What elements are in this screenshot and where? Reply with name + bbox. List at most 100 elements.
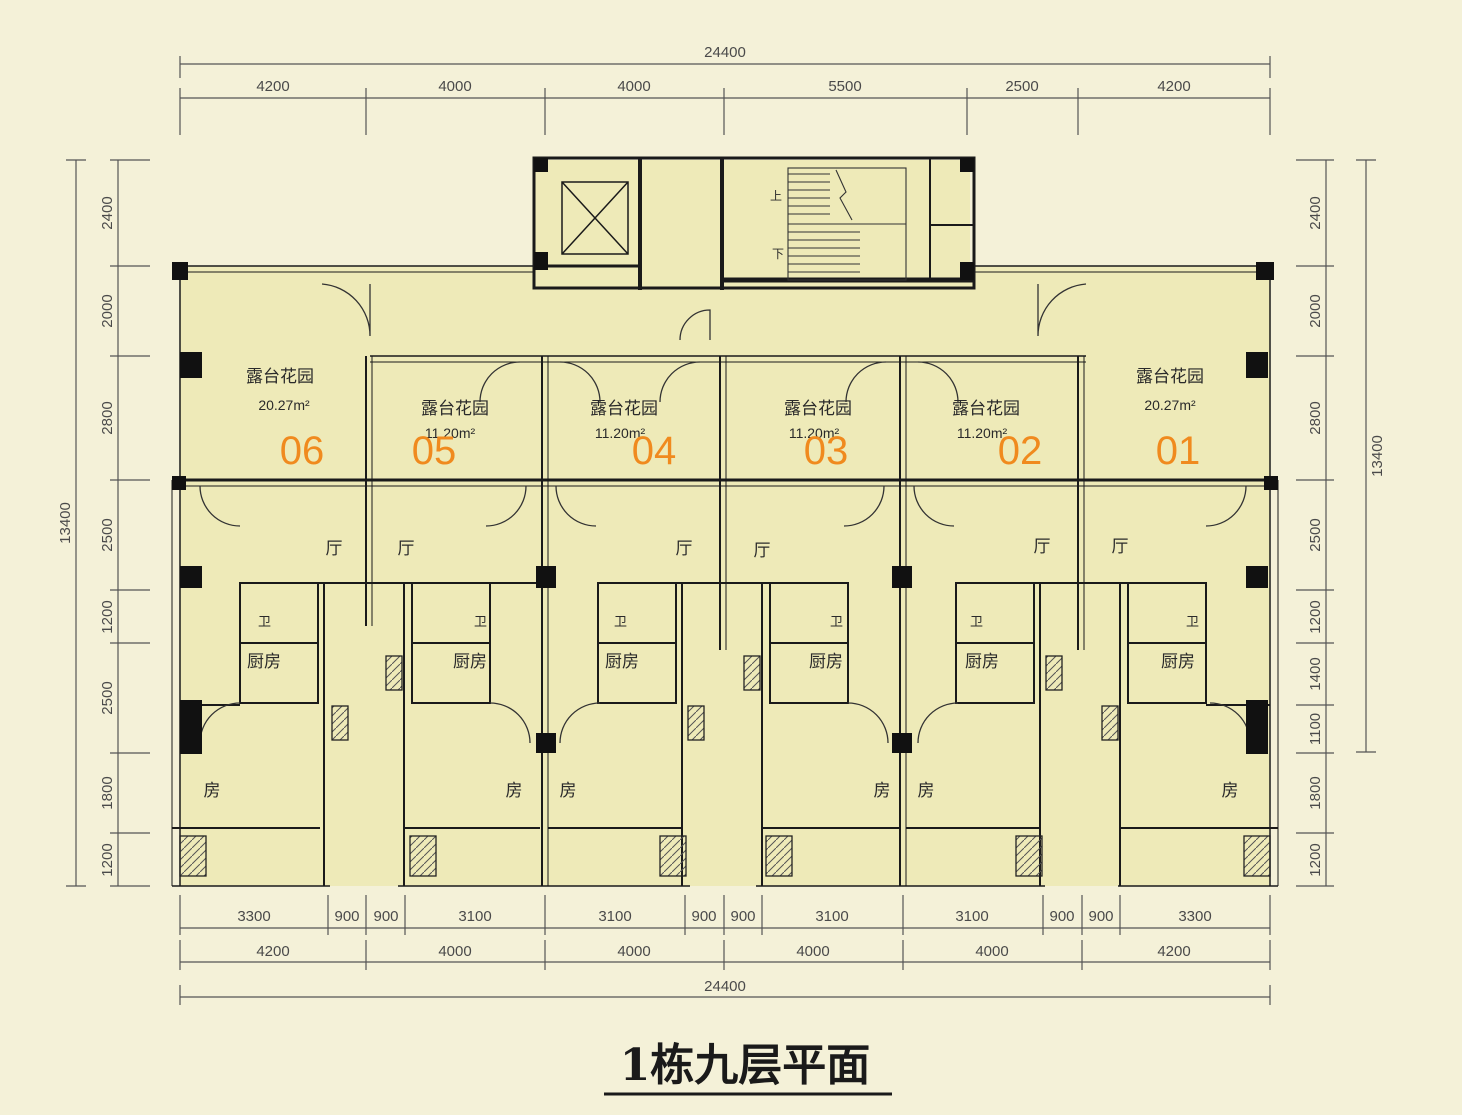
bath-label-02: 卫 [970,615,983,630]
dimension-text-left: 13400 2400 2000 2800 2500 1200 2500 1800… [57,196,116,876]
hall-label-06: 厅 [326,539,343,559]
hall-label-01: 厅 [1112,537,1129,557]
unit-number-04: 04 [632,429,677,473]
kitchen-label-02: 厨房 [965,652,999,672]
dimension-text-top: 24400 4200 4000 4000 5500 2500 4200 [256,44,1190,95]
dim-left-2: 2000 [99,294,116,327]
dim-right-5: 1200 [1307,600,1324,633]
dim-bottom-6: 4200 [1157,943,1190,960]
dim-fine-5: 3100 [598,908,631,925]
dim-right-2: 2000 [1307,294,1324,327]
columns [172,158,1278,754]
terrace-area-04: 11.20m² [595,425,646,441]
hall-label-02: 厅 [1034,537,1051,557]
terrace-area-03: 11.20m² [789,425,840,441]
dim-left-total: 13400 [57,502,74,544]
terrace-area-06: 20.27m² [258,397,310,413]
dim-fine-4: 3100 [458,908,491,925]
dim-top-3: 4000 [617,78,650,95]
bedroom-label-06: 房 [204,781,221,801]
dim-fine-2: 900 [334,908,359,925]
dim-fine-1: 3300 [237,908,270,925]
bedroom-label-05: 房 [506,781,523,801]
bedroom-label-04: 房 [560,781,577,801]
walls [171,156,1279,887]
terrace-label-05: 露台花园 [421,399,489,419]
elevator-icon [561,181,629,255]
bedroom-labels: 房 房 房 房 房 房 [204,781,1239,801]
dim-fine-6: 900 [691,908,716,925]
terrace-label-06: 露台花园 [246,367,314,387]
kitchen-label-01: 厨房 [1161,652,1195,672]
dim-left-4: 2500 [99,518,116,551]
hall-label-04: 厅 [676,539,693,559]
unit-numbers: 06 05 04 03 02 01 [280,429,1201,473]
floor-area [180,160,1270,886]
unit-number-05: 05 [412,429,457,473]
plan-title: 1栋九层平面 [620,1040,871,1091]
unit-number-06: 06 [280,429,325,473]
dim-right-9: 1200 [1307,843,1324,876]
terrace-area-01: 20.27m² [1144,397,1196,413]
dim-bottom-3: 4000 [617,943,650,960]
dim-bottom-1: 4200 [256,943,289,960]
hall-label-03: 厅 [754,541,771,561]
dimension-text-bottom: 4200 4000 4000 4000 4000 4200 24400 [256,943,1190,995]
dim-right-8: 1800 [1307,776,1324,809]
terrace-label-03: 露台花园 [784,399,852,419]
window-units [179,655,1271,877]
terrace-labels: 露台花园 20.27m² 露台花园 11.20m² 露台花园 11.20m² 露… [246,367,1204,441]
kitchen-label-03: 厨房 [809,652,843,672]
dim-fine-12: 3300 [1178,908,1211,925]
bath-label-06: 卫 [258,615,271,630]
dimension-lines [66,56,1376,1005]
stairs-down-label: 下 [772,247,784,261]
hall-label-05: 厅 [398,539,415,559]
unit-number-02: 02 [998,429,1043,473]
dim-left-3: 2800 [99,401,116,434]
dim-fine-11: 900 [1088,908,1113,925]
dim-top-total: 24400 [704,44,746,61]
kitchen-label-06: 厨房 [247,652,281,672]
bedroom-label-03: 房 [874,781,891,801]
dim-top-1: 4200 [256,78,289,95]
bath-label-03: 卫 [830,615,843,630]
dim-left-7: 1800 [99,776,116,809]
terrace-label-04: 露台花园 [590,399,658,419]
dim-right-total: 13400 [1369,435,1386,477]
hall-labels: 厅 厅 厅 厅 厅 厅 [326,537,1129,561]
dim-right-3: 2800 [1307,401,1324,434]
dim-fine-3: 900 [373,908,398,925]
kitchen-label-05: 厨房 [453,652,487,672]
terrace-area-02: 11.20m² [957,425,1008,441]
kitchen-labels: 厨房 厨房 厨房 厨房 厨房 厨房 [247,652,1195,672]
bath-label-04: 卫 [614,615,627,630]
dim-fine-7: 900 [730,908,755,925]
bedroom-label-01: 房 [1222,781,1239,801]
dim-bottom-total: 24400 [704,978,746,995]
dim-left-6: 2500 [99,681,116,714]
dim-top-5: 2500 [1005,78,1038,95]
bath-label-01: 卫 [1186,615,1199,630]
dim-left-1: 2400 [99,196,116,229]
dim-bottom-5: 4000 [975,943,1008,960]
terrace-label-01: 露台花园 [1136,367,1204,387]
unit-number-03: 03 [804,429,849,473]
dim-bottom-4: 4000 [796,943,829,960]
bedroom-label-02: 房 [918,781,935,801]
bath-labels: 卫 卫 卫 卫 卫 卫 [258,615,1199,630]
dimension-text-bottom-fine: 3300 900 900 3100 3100 900 900 3100 3100… [237,908,1211,925]
staircase [787,167,907,281]
kitchen-label-04: 厨房 [605,652,639,672]
dim-right-1: 2400 [1307,196,1324,229]
dim-bottom-2: 4000 [438,943,471,960]
bath-label-05: 卫 [474,615,487,630]
dim-right-6: 1400 [1307,657,1324,690]
terrace-area-05: 11.20m² [425,425,476,441]
stairs-up-label: 上 [770,189,782,203]
dim-top-2: 4000 [438,78,471,95]
dim-fine-8: 3100 [815,908,848,925]
dim-top-4: 5500 [828,78,861,95]
dim-right-7: 1100 [1307,713,1324,745]
